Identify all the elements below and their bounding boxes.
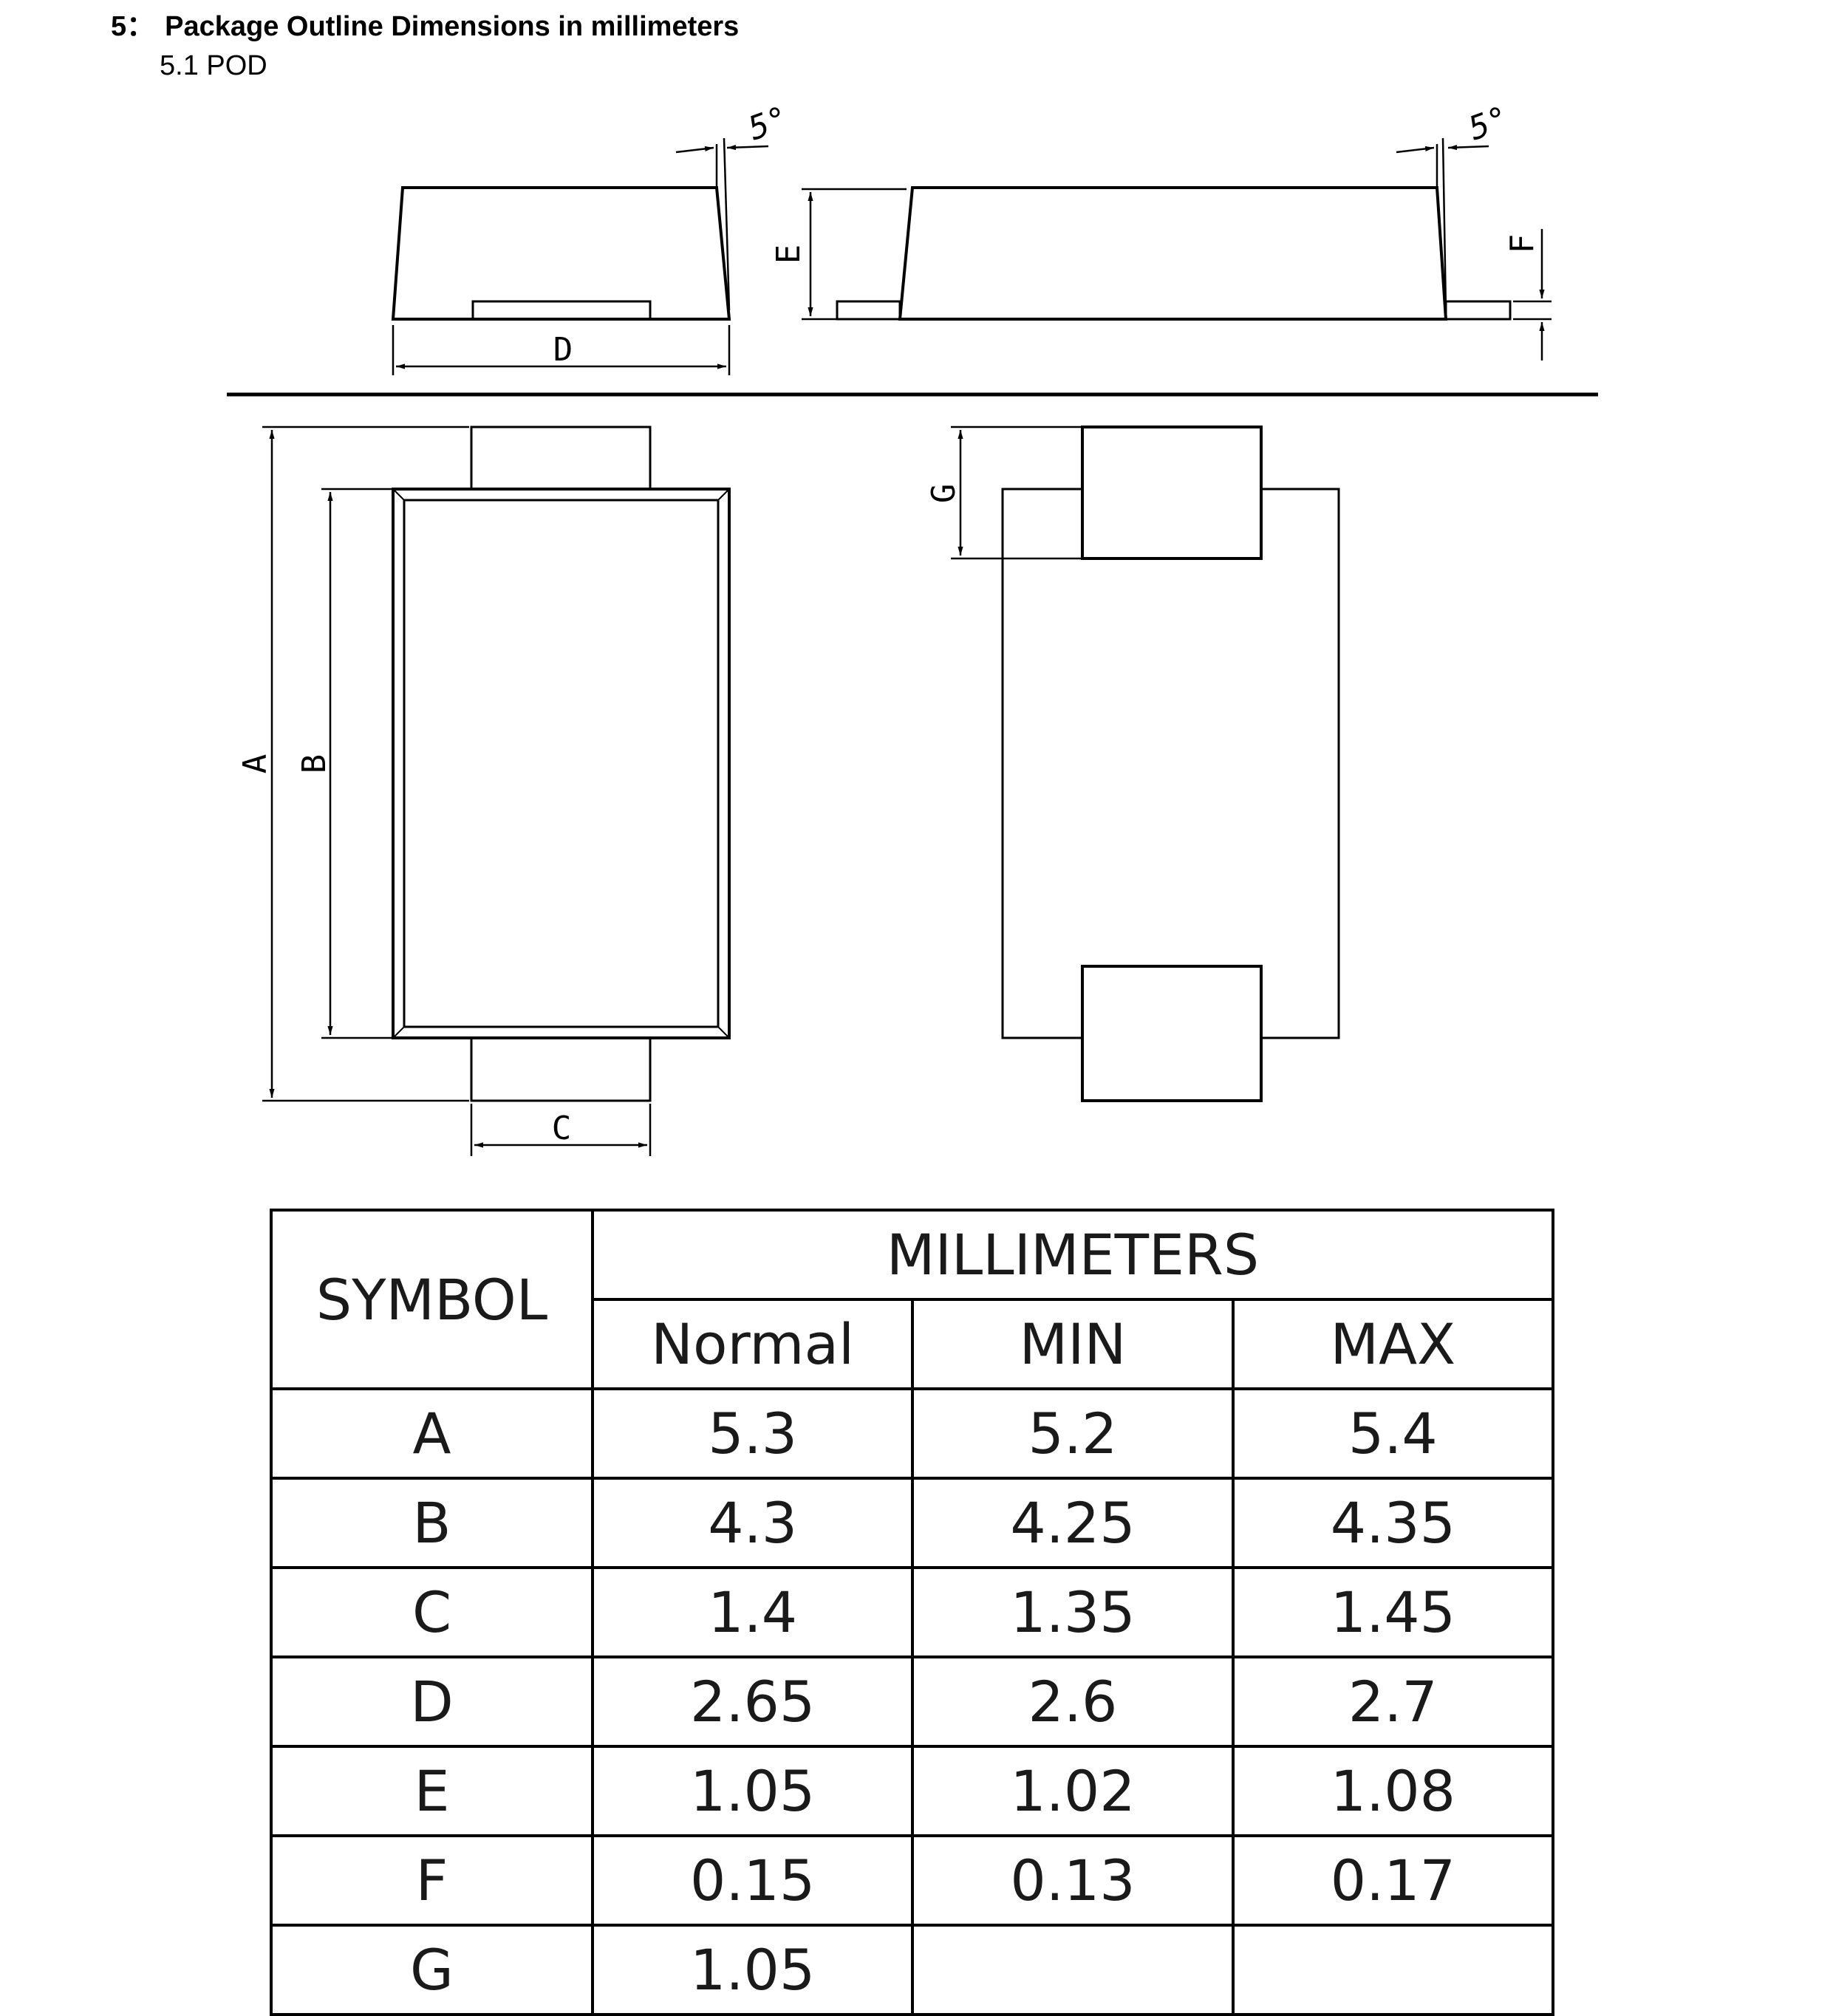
millimeters-header: MILLIMETERS [591, 1209, 1554, 1301]
symbol-cell: B [270, 1477, 594, 1569]
dim-label-g: G [925, 484, 963, 504]
symbol-cell: G [270, 1924, 594, 2016]
normal-cell: 2.65 [590, 1655, 915, 1748]
normal-header: Normal [590, 1298, 915, 1390]
min-cell: 2.6 [911, 1655, 1235, 1748]
min-cell: 1.02 [911, 1745, 1235, 1837]
bottom-view [951, 426, 1340, 1102]
dimensions-table: SYMBOL MILLIMETERS Normal MIN MAX A 5.3 … [270, 1209, 1555, 2016]
min-cell: 5.2 [911, 1387, 1235, 1480]
normal-cell: 5.3 [590, 1387, 915, 1480]
max-cell: 5.4 [1231, 1387, 1555, 1480]
min-cell: 1.35 [911, 1566, 1235, 1658]
section-heading: 5： Package Outline Dimensions in millimet… [111, 3, 739, 44]
min-cell [911, 1924, 1235, 2016]
max-cell: 4.35 [1231, 1477, 1555, 1569]
table-subheader-row: Normal MIN MAX [271, 1298, 1555, 1390]
max-cell: 1.45 [1231, 1566, 1555, 1658]
max-cell [1231, 1924, 1555, 2016]
normal-cell: 1.4 [590, 1566, 915, 1658]
table-row: F 0.15 0.13 0.17 [270, 1834, 1555, 1927]
dim-label-e: E [770, 245, 808, 264]
min-cell: 0.13 [911, 1834, 1235, 1927]
angle-label-left: 5° [743, 99, 793, 148]
table-row: C 1.4 1.35 1.45 [270, 1566, 1555, 1658]
dim-label-d: D [553, 331, 573, 369]
table-row: A 5.3 5.2 5.4 [270, 1387, 1555, 1480]
normal-cell: 4.3 [590, 1477, 915, 1569]
table-row: G 1.05 [270, 1924, 1555, 2016]
table-row: B 4.3 4.25 4.35 [270, 1477, 1555, 1569]
angle-label-right: 5° [1464, 99, 1513, 148]
symbol-header: SYMBOL [270, 1209, 594, 1390]
normal-cell: 1.05 [590, 1924, 915, 2016]
symbol-cell: A [270, 1387, 594, 1480]
normal-cell: 1.05 [590, 1745, 915, 1837]
package-outline-drawing: 5° 5° D E F A B C G [227, 99, 1598, 1156]
symbol-cell: C [270, 1566, 594, 1658]
side-view-end [391, 137, 769, 375]
section-number: 5： [111, 11, 155, 42]
dim-label-c: C [552, 1110, 572, 1147]
dim-label-f: F [1503, 234, 1541, 254]
table-row: D 2.65 2.6 2.7 [270, 1655, 1555, 1748]
normal-cell: 0.15 [590, 1834, 915, 1927]
top-view [262, 426, 731, 1156]
symbol-cell: F [270, 1834, 594, 1927]
min-cell: 4.25 [911, 1477, 1235, 1569]
max-cell: 1.08 [1231, 1745, 1555, 1837]
table-row: E 1.05 1.02 1.08 [270, 1745, 1555, 1837]
subsection-heading: 5.1 POD [160, 50, 267, 81]
side-view-long [802, 137, 1552, 361]
table-header-row: SYMBOL MILLIMETERS [270, 1209, 1554, 1390]
dim-label-a: A [236, 754, 274, 774]
symbol-cell: E [270, 1745, 594, 1837]
symbol-cell: D [270, 1655, 594, 1748]
min-header: MIN [911, 1298, 1235, 1390]
max-cell: 0.17 [1231, 1834, 1555, 1927]
section-title: Package Outline Dimensions in millimeter… [165, 11, 740, 42]
max-cell: 2.7 [1231, 1655, 1555, 1748]
dim-label-b: B [296, 754, 333, 774]
max-header: MAX [1231, 1298, 1555, 1390]
